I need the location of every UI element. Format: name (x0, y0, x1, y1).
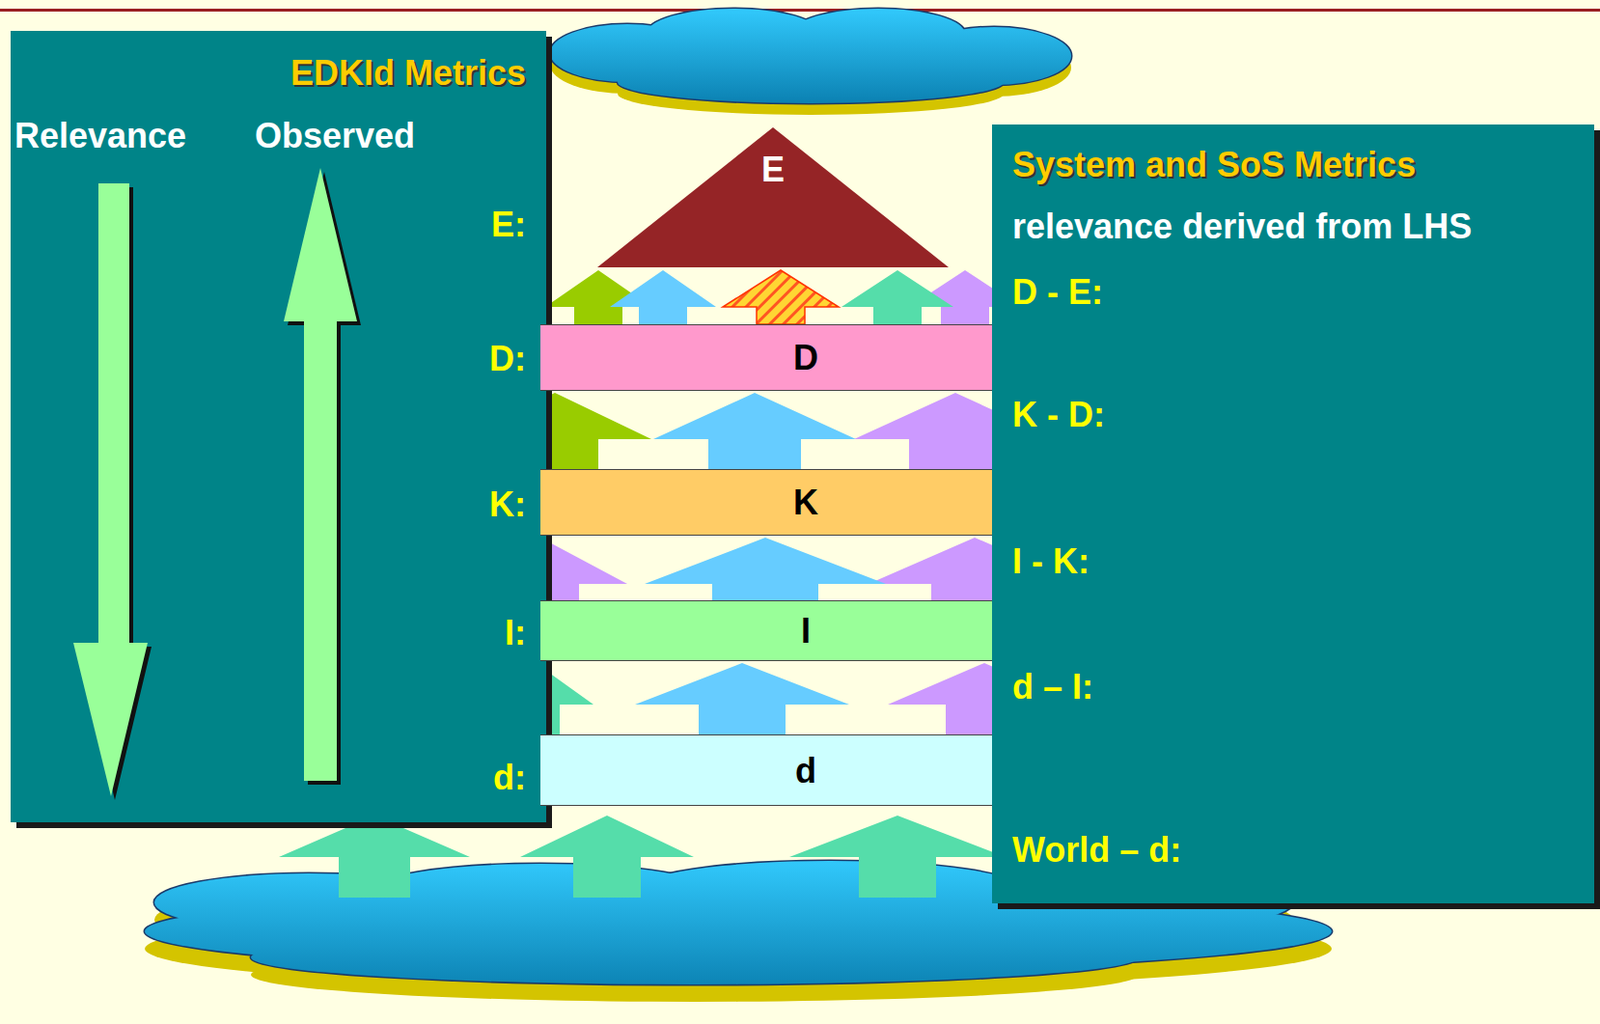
block-arrow (644, 537, 886, 601)
block-arrow (653, 392, 856, 469)
block-arrow (520, 815, 694, 898)
metrics-panel: EDKId MetricsRelevance ObservedE: D: K: I: d: (10, 30, 547, 823)
level-name: D (793, 337, 819, 378)
arrow-shadow (77, 187, 152, 800)
triangle-level: E (597, 127, 949, 268)
block-arrow (841, 270, 954, 325)
block-arrow (789, 815, 1006, 898)
hatched-arrow (722, 270, 839, 325)
relevance-arrow (73, 183, 148, 797)
level-name: I (800, 610, 811, 651)
axis-label: Observed (254, 115, 415, 156)
title-rule (0, 8, 1600, 12)
level-name: K (793, 482, 819, 523)
block-arrow (634, 662, 850, 735)
level-pair-label: D - E: (1012, 272, 1104, 312)
panel-heading: EDKId Metrics (290, 53, 526, 93)
cloud-outline (550, 8, 1072, 104)
triangle-shape (597, 127, 949, 268)
axis-label: Relevance (14, 115, 187, 156)
level-label: I: (504, 612, 526, 653)
level-label: K: (489, 484, 526, 525)
level-pair-label: I - K: (1012, 541, 1090, 581)
block-arrow (278, 815, 470, 898)
observed-arrow (283, 167, 358, 781)
level-name: d (795, 750, 817, 791)
level-label: d: (493, 757, 526, 798)
level-pair-label: K - D: (1012, 394, 1105, 435)
level-label: E: (491, 204, 526, 245)
panel-heading: System and SoS Metrics (1012, 144, 1416, 185)
panel-subheading: relevance derived from LHS (1012, 206, 1472, 247)
cloud (550, 8, 1072, 104)
level-pair-label: World – d: (1012, 829, 1182, 870)
block-arrow (609, 270, 717, 325)
level-label: D: (489, 338, 526, 379)
arrow-shadow (287, 171, 361, 785)
level-name: E (761, 149, 785, 190)
triangle-shape (597, 127, 949, 268)
level-pair-label: d – I: (1012, 666, 1094, 707)
metrics-panel: System and SoS Metrics relevance derived … (992, 124, 1595, 904)
